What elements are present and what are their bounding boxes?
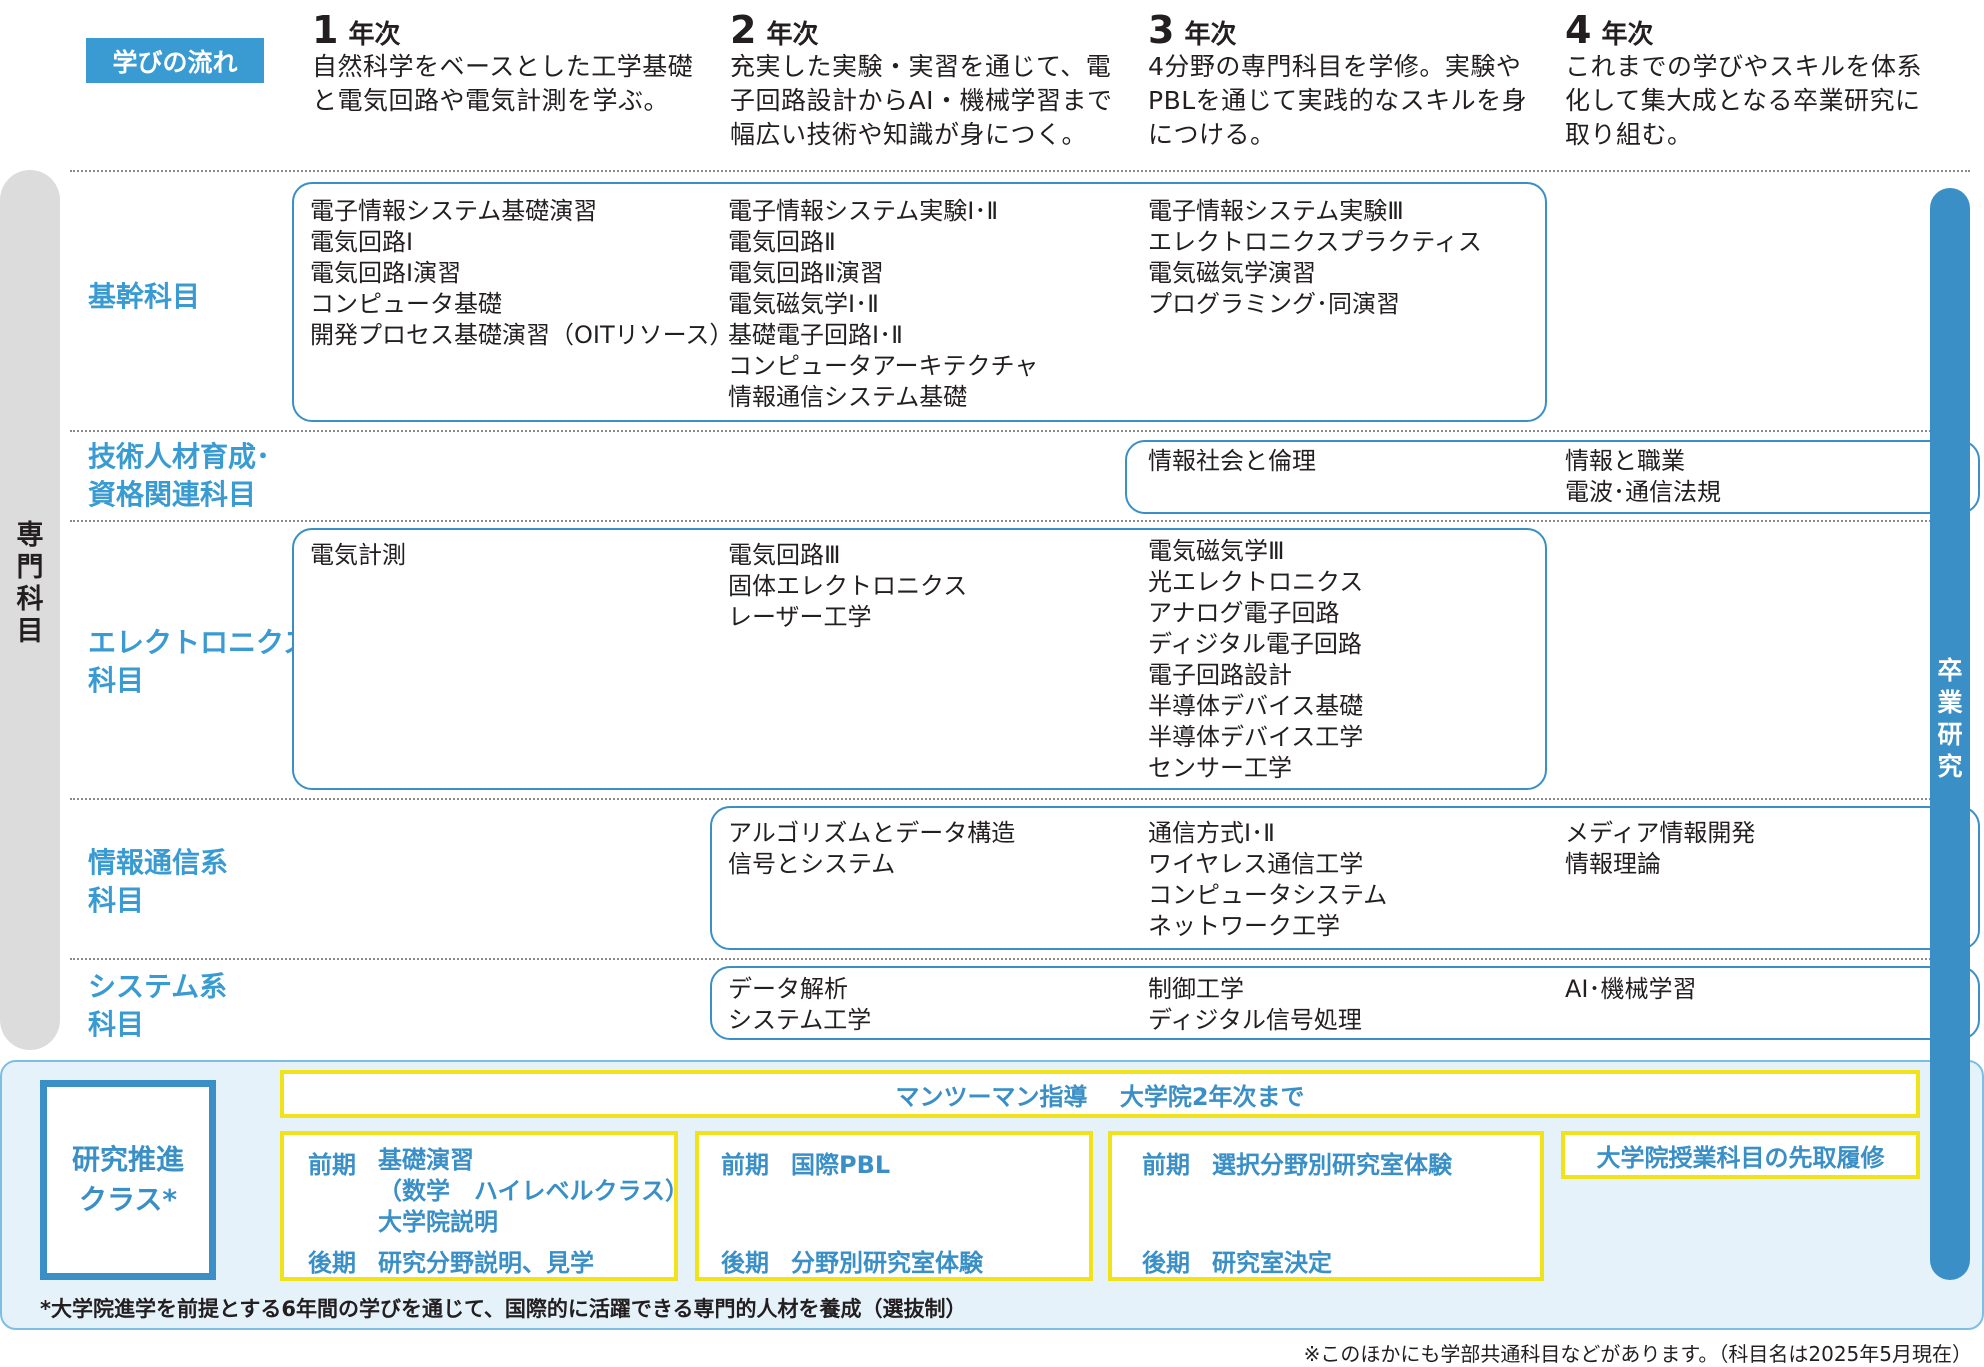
research-class-label-box: 研究推進 クラス* [40,1080,216,1280]
research-year3-second-content: 研究室決定 [1212,1249,1332,1277]
research-year3-second-term: 後期 [1142,1249,1190,1277]
separator-core [70,430,1970,432]
mentoring-box: マンツーマン指導 大学院2年次まで [280,1070,1920,1118]
graduation-research-bar [1930,188,1970,1280]
core-course-box [292,182,1547,422]
separator-career [70,520,1970,522]
research-year3-box: 前期 選択分野別研究室体験 後期 研究室決定 [1108,1131,1544,1281]
research-year1-second-term: 後期 [308,1249,356,1277]
research-year3-first-term: 前期 [1142,1151,1190,1179]
year-1-description: 自然科学をベースとした工学基礎と電気回路や電気計測を学ぶ。 [312,52,694,115]
research-year1-second-content: 研究分野説明、見学 [378,1249,594,1277]
graduation-research-text: 卒業研究 [1937,656,1963,781]
research-year2-box: 前期 国際PBL 後期 分野別研究室体験 [695,1131,1093,1281]
research-year2-first-content: 国際PBL [791,1151,891,1179]
career-year4-courses: 情報と職業電波･通信法規 [1565,447,1721,506]
year-2-description: 充実した実験・実習を通じて、電子回路設計からAI・機械学習まで幅広い技術や知識が… [730,52,1113,149]
infocomm-course-box [710,806,1980,950]
year-4-description: これまでの学びやスキルを体系化して集大成となる卒業研究に取り組む。 [1565,52,1923,149]
system-year4-courses: AI･機械学習 [1565,975,1697,1003]
graduation-research-label: 卒業研究 [1930,655,1970,783]
research-year1-first-content: 基礎演習 （数学 ハイレベルクラス） 大学院説明 [378,1146,690,1236]
electronics-course-box [292,528,1547,790]
research-footnote: *大学院進学を前提とする6年間の学びを通じて、国際的に活躍できる専門的人材を養成… [40,1297,967,1321]
specialized-subjects-bar [0,170,60,1050]
separator-electronics [70,798,1970,800]
infocomm-year4-courses: メディア情報開発情報理論 [1565,819,1756,878]
specialized-subjects-text: 専門科目 [16,520,44,647]
research-year4-box: 大学院授業科目の先取履修 [1561,1131,1920,1179]
category-career-label: 技術人材育成･資格関連科目 [88,440,271,511]
research-class-label-line1: 研究推進 [71,1143,184,1176]
research-year2-first-term: 前期 [721,1151,769,1179]
research-year2-second-content: 分野別研究室体験 [791,1249,983,1277]
electronics-year1-courses: 電気計測 [310,541,406,569]
research-year2-second-term: 後期 [721,1249,769,1277]
system-course-box [710,966,1980,1040]
category-core-label: 基幹科目 [88,280,201,313]
category-system-label: システム系科目 [88,970,228,1041]
mentoring-text: マンツーマン指導 大学院2年次まで [895,1082,1305,1111]
research-year3-first-content: 選択分野別研究室体験 [1212,1151,1452,1179]
separator-header [70,170,1970,172]
career-course-box [1125,440,1980,514]
category-infocomm-label: 情報通信系科目 [88,846,229,917]
research-year1-box: 前期 基礎演習 （数学 ハイレベルクラス） 大学院説明 後期 研究分野説明、見学 [280,1131,689,1281]
research-year1-first-term: 前期 [308,1151,356,1179]
specialized-subjects-label: 専門科目 [0,520,60,648]
infocomm-year2-courses: アルゴリズムとデータ構造信号とシステム [728,819,1016,878]
system-year2-courses: データ解析システム工学 [728,975,872,1034]
research-year4-content: 大学院授業科目の先取履修 [1596,1143,1885,1172]
separator-infocomm [70,958,1970,960]
research-class-label-line2: クラス* [78,1183,178,1216]
learning-flow-badge: 学びの流れ [86,38,264,83]
career-year3-courses: 情報社会と倫理 [1148,447,1316,475]
bottom-note: ※このほかにも学部共通科目などがあります。（科目名は2025年5月現在） [1303,1342,1972,1366]
system-year3-courses: 制御工学ディジタル信号処理 [1148,975,1362,1034]
